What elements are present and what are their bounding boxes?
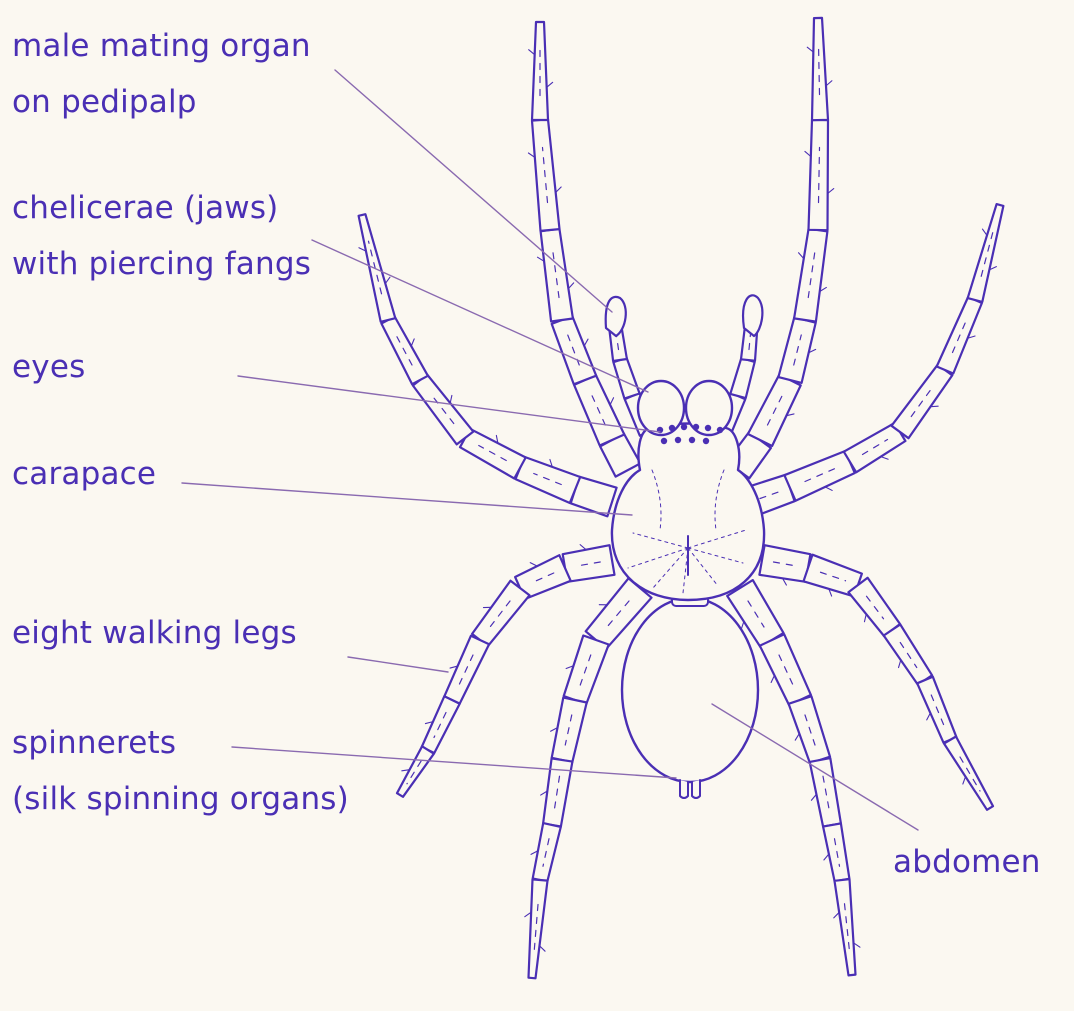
leg-left-1-segment-4-hair xyxy=(568,283,573,289)
leg-right-2-segment-6-hair xyxy=(982,229,987,235)
leg-left-1-segment-4 xyxy=(541,229,573,322)
abdomen xyxy=(622,598,758,782)
leg-right-4-segment-3-hair xyxy=(795,734,799,741)
leg-right-2-segment-4-hair xyxy=(930,406,938,407)
eye xyxy=(703,438,709,444)
pedipalp-right-segment-2 xyxy=(730,358,754,398)
leg-right-1-segment-4-hair xyxy=(799,253,804,259)
leg-right-4-segment-2-hair xyxy=(771,675,774,682)
leg-right-3-segment-4-hair xyxy=(899,660,901,667)
leg-left-4-segment-6 xyxy=(529,879,548,978)
eye xyxy=(717,427,723,433)
leg-right-3-segment-5-hair xyxy=(927,713,931,720)
leg-right-2-segment-2 xyxy=(784,451,854,501)
leg-right-4-segment-5-hair xyxy=(824,854,829,860)
leg-left-1-segment-6 xyxy=(532,22,548,120)
leg-right-3-segment-1 xyxy=(759,545,810,582)
leg-left-2-segment-6 xyxy=(359,214,396,322)
eye xyxy=(669,425,675,431)
leg-right-4-segment-6 xyxy=(835,879,856,975)
leg-right-2-segment-6 xyxy=(968,204,1004,302)
label-chelicerae: chelicerae (jaws) with piercing fangs xyxy=(12,180,311,292)
leg-right-2-segment-3-hair xyxy=(881,457,888,460)
chelicera-left xyxy=(638,381,684,435)
leg-left-3-segment-6 xyxy=(397,746,434,797)
leg-right-1-segment-5 xyxy=(809,120,829,230)
leg-right-4-segment-4-hair xyxy=(811,794,816,800)
leg-left-3-segment-2-hair xyxy=(530,563,537,566)
eye xyxy=(661,438,667,444)
eye xyxy=(693,424,699,430)
leg-left-2-segment-4-hair xyxy=(450,395,452,403)
spinneret-left xyxy=(680,780,688,798)
label-eyes: eyes xyxy=(12,339,85,395)
leg-right-4-segment-4 xyxy=(810,758,841,827)
leg-left-2-segment-2 xyxy=(516,457,581,503)
label-male-mating-organ: male mating organ on pedipalp xyxy=(12,18,311,130)
leg-right-4-segment-1-hair xyxy=(741,621,743,628)
leg-right-3-segment-6-hair xyxy=(963,777,966,784)
spinneret-right xyxy=(692,780,700,798)
leg-left-4-segment-5 xyxy=(533,823,561,882)
eye xyxy=(689,437,695,443)
leg-left-4-segment-6-hair xyxy=(539,946,545,951)
leg-left-1-segment-2-hair xyxy=(610,398,613,405)
label-walking-legs: eight walking legs xyxy=(12,605,297,661)
eye xyxy=(675,437,681,443)
label-carapace: carapace xyxy=(12,446,156,502)
eye xyxy=(681,424,687,430)
leg-left-3-segment-1 xyxy=(563,545,615,582)
palpal-bulb-left xyxy=(606,297,626,336)
leg-left-2-segment-6-hair xyxy=(385,277,390,283)
leg-right-1-segment-4 xyxy=(794,229,827,322)
leg-left-1-segment-3-hair xyxy=(584,339,588,346)
leg-right-1-segment-6 xyxy=(812,18,828,120)
leg-left-3-segment-1-hair xyxy=(580,545,586,550)
eye xyxy=(705,425,711,431)
leader-chelicerae xyxy=(312,240,648,392)
leg-left-2-segment-5-hair xyxy=(411,339,414,346)
leg-right-3-segment-6 xyxy=(944,737,993,810)
leg-right-4-segment-6-hair xyxy=(834,912,839,918)
leg-left-1-segment-5 xyxy=(532,119,560,231)
palpal-bulb-right xyxy=(743,295,762,336)
leader-walking-legs xyxy=(348,657,448,672)
label-spinnerets: spinnerets (silk spinning organs) xyxy=(12,715,349,827)
leg-right-2-segment-2-hair xyxy=(825,487,832,491)
leg-right-3-segment-3-hair xyxy=(864,614,866,622)
leg-right-4-segment-5 xyxy=(823,823,849,881)
label-abdomen: abdomen xyxy=(893,834,1041,890)
leg-left-4-segment-3 xyxy=(552,698,587,763)
